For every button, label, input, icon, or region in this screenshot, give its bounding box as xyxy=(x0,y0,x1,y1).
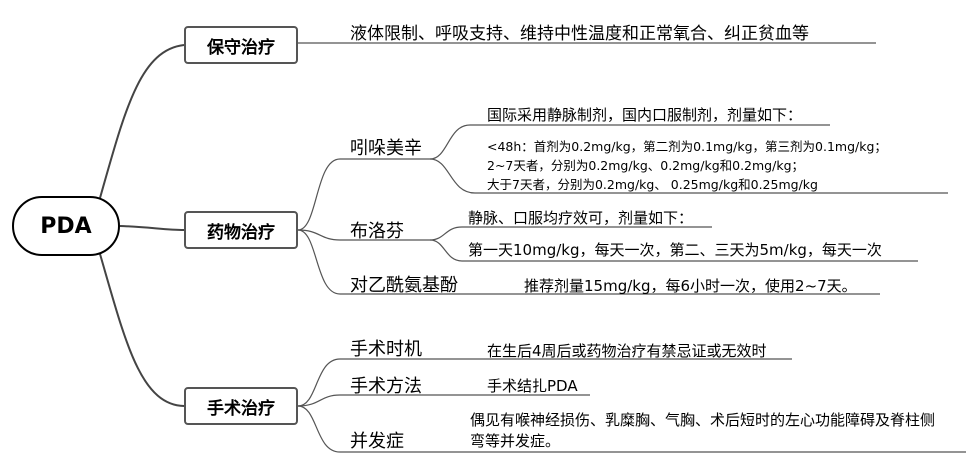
connector-surgery-method xyxy=(297,394,476,407)
surgery-timing-detail: 在生后4周后或药物治疗有禁忌证或无效时 xyxy=(487,342,767,360)
surgery-method-detail: 手术结扎PDA xyxy=(487,377,578,395)
connector-ibu-dose xyxy=(429,239,918,262)
indomethacin-dose-line-2: 2~7天者，分别为0.2mg/kg、0.2mg/kg和0.2mg/kg； xyxy=(487,158,805,173)
connector-root-conservative xyxy=(99,44,185,199)
surgery-complication-line-1: 偶见有喉神经损伤、乳糜胸、气胸、术后短时的左心功能障碍及脊柱侧 xyxy=(470,411,936,429)
conservative-note: 液体限制、呼吸支持、维持中性温度和正常氧合、纠正贫血等 xyxy=(350,24,809,44)
connector-indo-title xyxy=(429,124,830,160)
connector-indo-dose xyxy=(429,158,948,194)
branch-drug-treatment: 药物治疗 xyxy=(184,211,298,249)
surgery-timing: 手术时机 xyxy=(350,339,422,360)
surgery-complication-line-2: 弯等并发症。 xyxy=(470,432,561,450)
drug-indomethacin: 吲哚美辛 xyxy=(350,138,422,159)
connector-ibu-title xyxy=(429,226,712,241)
connector-root-surgery xyxy=(99,253,185,407)
paracetamol-dose: 推荐剂量15mg/kg，每6小时一次，使用2~7天。 xyxy=(524,277,857,295)
connector-drug-indomethacin xyxy=(297,158,430,231)
indomethacin-dose-line-3: 大于7天者，分别为0.2mg/kg、 0.25mg/kg和0.25mg/kg xyxy=(487,177,818,192)
connector-drug-paracetamol xyxy=(297,229,510,295)
connector-root-drug xyxy=(119,225,185,231)
surgery-complication: 并发症 xyxy=(350,431,404,452)
drug-ibuprofen: 布洛芬 xyxy=(350,221,404,242)
surgery-method: 手术方法 xyxy=(350,376,422,397)
connector-drug-ibuprofen xyxy=(297,229,430,241)
ibuprofen-dose: 第一天10mg/kg，每天一次，第二、三天为5m/kg，每天一次 xyxy=(468,241,882,259)
ibuprofen-detail-title: 静脉、口服均疗效可，剂量如下： xyxy=(468,209,694,227)
root-node-pda: PDA xyxy=(12,196,120,256)
branch-conservative-treatment: 保守治疗 xyxy=(184,26,298,64)
indomethacin-dose-line-1: <48h：首剂为0.2mg/kg，第二剂为0.1mg/kg，第三剂为0.1mg/… xyxy=(487,139,887,154)
connector-surgery-timing xyxy=(297,358,478,407)
connector-surgery-complication xyxy=(297,405,410,453)
drug-paracetamol: 对乙酰氨基酚 xyxy=(350,275,458,296)
indomethacin-detail-title: 国际采用静脉制剂，国内口服制剂，剂量如下： xyxy=(487,106,803,124)
branch-surgical-treatment: 手术治疗 xyxy=(184,387,298,425)
